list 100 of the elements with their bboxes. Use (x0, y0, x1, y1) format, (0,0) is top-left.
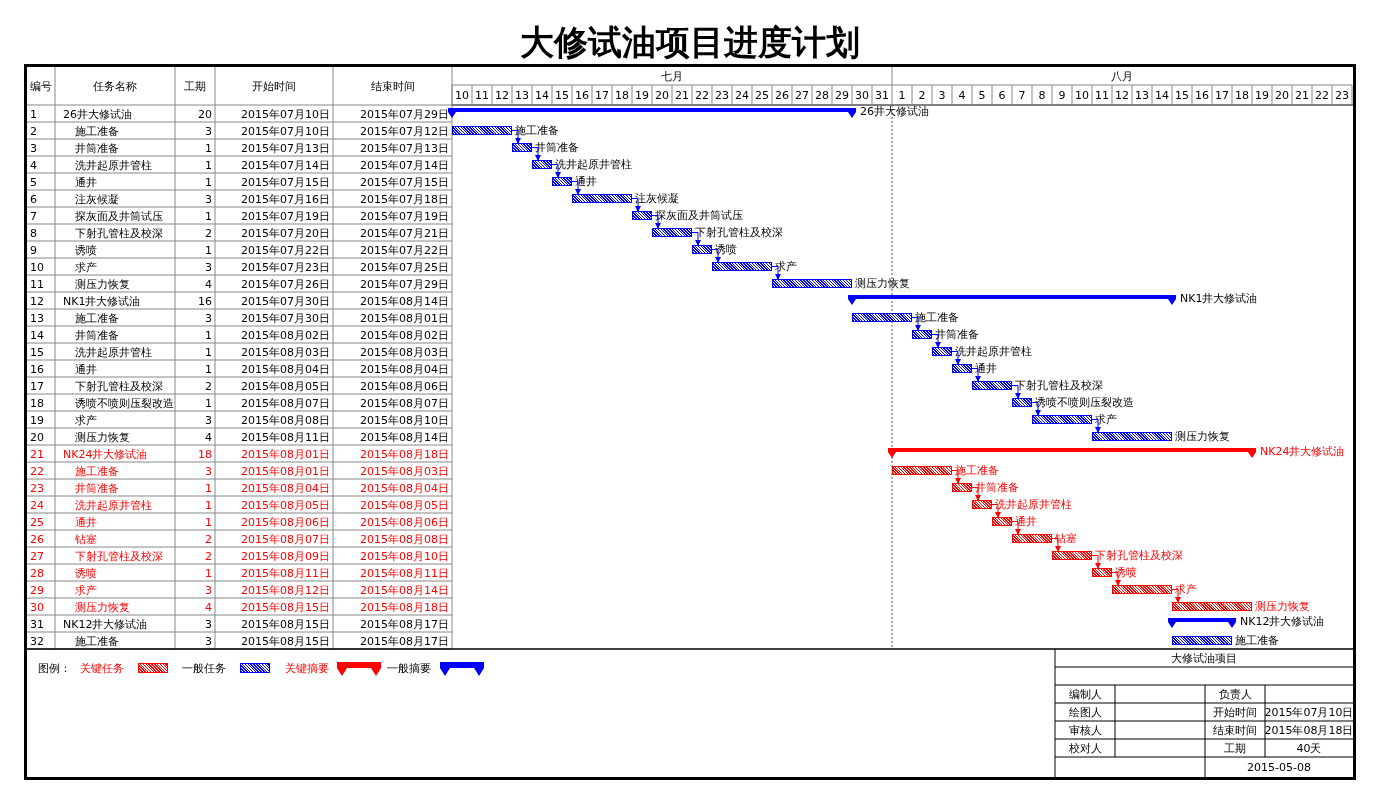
end-date: 2015年08月04日 (359, 480, 450, 496)
task-name: 测压力恢复 (74, 276, 131, 292)
row-number: 17 (29, 378, 45, 394)
task-name: 诱喷 (74, 565, 98, 581)
bar-label: NK24井大修试油 (1260, 445, 1345, 459)
end-date: 2015年08月02日 (359, 327, 450, 343)
row-number: 19 (29, 412, 45, 428)
duration-value: 1 (204, 565, 213, 581)
row-number: 24 (29, 497, 45, 513)
row-number: 1 (29, 106, 38, 122)
day-number: 19 (1254, 88, 1270, 104)
bar-label: 下射孔管柱及校深 (1015, 379, 1103, 393)
dependency-arrow (1091, 555, 1101, 569)
day-number: 19 (634, 88, 650, 104)
end-date: 2015年07月14日 (359, 157, 450, 173)
task-name: 井筒准备 (74, 140, 120, 156)
day-number: 4 (957, 88, 967, 104)
task-name: 施工准备 (74, 310, 120, 326)
task-name: 探灰面及井筒试压 (74, 208, 164, 224)
day-number: 30 (854, 88, 870, 104)
duration-value: 4 (204, 276, 213, 292)
day-number: 29 (834, 88, 850, 104)
task-name: 求产 (74, 582, 98, 598)
bar-label: 求产 (775, 260, 797, 274)
row-number: 27 (29, 548, 45, 564)
info-field: 校对人 (1055, 740, 1115, 757)
duration-value: 3 (204, 123, 213, 139)
dependency-arrow (1011, 385, 1021, 399)
day-number: 18 (1234, 88, 1250, 104)
column-header: 工期 (183, 78, 207, 95)
duration-value: 3 (204, 412, 213, 428)
day-number: 16 (1194, 88, 1210, 104)
start-date: 2015年08月03日 (240, 344, 331, 360)
end-date: 2015年08月11日 (359, 565, 450, 581)
day-number: 11 (1094, 88, 1110, 104)
dependency-arrow (651, 215, 661, 229)
day-number: 15 (1174, 88, 1190, 104)
row-number: 28 (29, 565, 45, 581)
dependency-arrow (971, 487, 981, 501)
duration-value: 2 (204, 378, 213, 394)
row-number: 11 (29, 276, 45, 292)
day-number: 17 (594, 88, 610, 104)
task-name: 测压力恢复 (74, 429, 131, 445)
start-date: 2015年07月10日 (240, 106, 331, 122)
day-number: 13 (1134, 88, 1150, 104)
start-date: 2015年07月26日 (240, 276, 331, 292)
row-number: 7 (29, 208, 38, 224)
row-number: 14 (29, 327, 45, 343)
info-value: 40天 (1295, 741, 1323, 757)
bar-label: 通井 (1015, 515, 1037, 529)
day-number: 23 (1334, 88, 1350, 104)
row-number: 21 (29, 446, 45, 462)
dependency-arrow (1031, 402, 1041, 416)
bar-label: 洗井起原井管柱 (555, 158, 632, 172)
day-number: 24 (734, 88, 750, 104)
dependency-arrow (991, 504, 1001, 518)
start-date: 2015年08月02日 (240, 327, 331, 343)
bar-label: 求产 (1095, 413, 1117, 427)
end-date: 2015年08月06日 (359, 378, 450, 394)
end-date: 2015年08月14日 (359, 293, 450, 309)
end-date: 2015年07月15日 (359, 174, 450, 190)
row-number: 26 (29, 531, 45, 547)
task-name: 施工准备 (74, 123, 120, 139)
end-date: 2015年07月12日 (359, 123, 450, 139)
end-date: 2015年08月06日 (359, 514, 450, 530)
info-value: 2015年08月18日 (1265, 723, 1353, 739)
end-date: 2015年07月18日 (359, 191, 450, 207)
legend-title: 图例： (37, 660, 72, 677)
duration-value: 3 (204, 582, 213, 598)
row-number: 25 (29, 514, 45, 530)
start-date: 2015年08月11日 (240, 565, 331, 581)
day-number: 13 (514, 88, 530, 104)
duration-value: 1 (204, 174, 213, 190)
day-number: 20 (654, 88, 670, 104)
bar-label: 通井 (575, 175, 597, 189)
start-date: 2015年07月30日 (240, 293, 331, 309)
row-number: 20 (29, 429, 45, 445)
bar-label: 下射孔管柱及校深 (1095, 549, 1183, 563)
task-name: 通井 (74, 361, 98, 377)
info-heading: 大修试油项目 (1170, 651, 1238, 667)
dependency-arrow (1091, 419, 1101, 433)
start-date: 2015年07月15日 (240, 174, 331, 190)
start-date: 2015年07月19日 (240, 208, 331, 224)
duration-value: 1 (204, 157, 213, 173)
bar-label: 洗井起原井管柱 (955, 345, 1032, 359)
bar-label: 施工准备 (515, 124, 559, 138)
bar-label: 求产 (1175, 583, 1197, 597)
duration-value: 2 (204, 225, 213, 241)
dependency-arrow (951, 351, 961, 365)
day-number: 14 (1154, 88, 1170, 104)
task-name: 测压力恢复 (74, 599, 131, 615)
start-date: 2015年08月01日 (240, 446, 331, 462)
info-date: 2015-05-08 (1246, 760, 1312, 776)
duration-value: 1 (204, 242, 213, 258)
duration-value: 1 (204, 208, 213, 224)
duration-value: 2 (204, 548, 213, 564)
day-number: 15 (554, 88, 570, 104)
day-number: 8 (1037, 88, 1047, 104)
day-number: 27 (794, 88, 810, 104)
task-name: 注灰候凝 (74, 191, 120, 207)
